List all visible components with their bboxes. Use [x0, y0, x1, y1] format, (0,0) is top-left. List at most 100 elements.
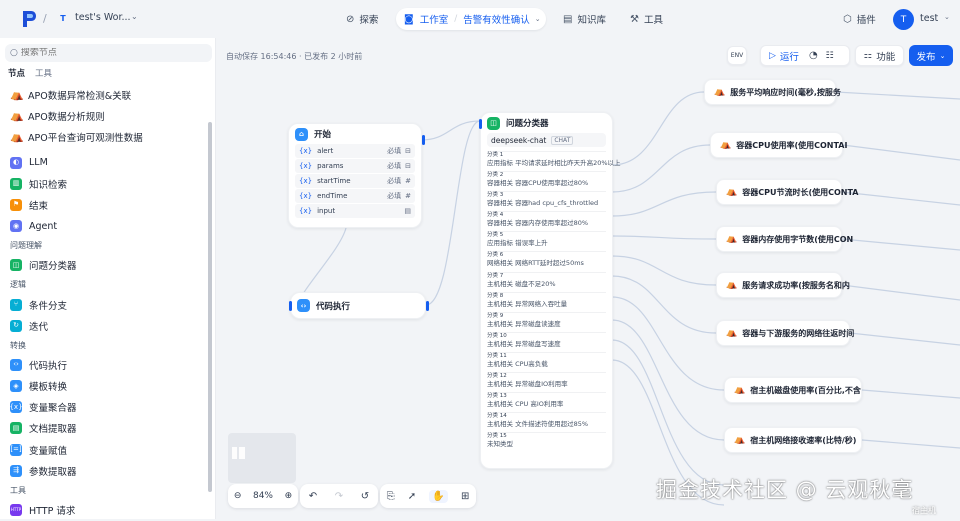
- output-node[interactable]: ⛺容器内存使用字节数(使用CON: [716, 226, 853, 252]
- class-label: 分类 5: [487, 232, 504, 239]
- publish-button[interactable]: 发布 ⌄: [909, 45, 953, 66]
- history-icon[interactable]: ↺: [360, 490, 370, 502]
- node-item-doc-extractor[interactable]: ▤文档提取器: [0, 418, 206, 439]
- nav-explore[interactable]: ⊘ 探索: [346, 12, 378, 27]
- output-node[interactable]: ⛺服务平均响应时间(毫秒,按服务: [704, 79, 841, 105]
- output-node[interactable]: ⛺容器CPU节流时长(使用CONTA: [716, 179, 859, 205]
- input-handle[interactable]: [289, 301, 292, 311]
- node-search[interactable]: ○: [5, 44, 212, 62]
- output-handle[interactable]: [422, 135, 425, 145]
- checklist-icon[interactable]: ☷: [825, 50, 834, 61]
- search-input[interactable]: [20, 48, 201, 58]
- node-item-iteration[interactable]: ↻迭代: [0, 315, 206, 336]
- input-handle[interactable]: [479, 119, 482, 129]
- node-item-ifelse[interactable]: ⑂条件分支: [0, 294, 206, 315]
- node-item-end[interactable]: ⚑结束: [0, 194, 206, 215]
- required-label: 必填: [387, 162, 402, 170]
- variable-row[interactable]: {x}input▤: [295, 204, 415, 218]
- redo-icon[interactable]: ↷: [334, 490, 344, 502]
- zoom-level[interactable]: 84%: [252, 491, 273, 501]
- tent-icon: ⛺: [714, 87, 726, 97]
- app-logo[interactable]: [21, 10, 37, 28]
- output-node[interactable]: ⛺容器与下游服务的网络往返时间: [716, 320, 854, 346]
- list-item[interactable]: ⛺APO数据异常检测&关联: [0, 84, 206, 105]
- node-item-template[interactable]: ◈模板转换: [0, 376, 206, 397]
- tab-nodes[interactable]: 节点: [8, 69, 26, 79]
- zoom-out-icon[interactable]: ⊖: [233, 491, 242, 501]
- node-item-agent[interactable]: ◉Agent: [0, 216, 206, 237]
- list-item[interactable]: ⛺APO数据分析规则: [0, 105, 206, 126]
- node-item-assigner[interactable]: [=]变量赋值: [0, 439, 206, 460]
- workspace-avatar[interactable]: T: [60, 13, 66, 23]
- nav-studio[interactable]: ◙ 工作室 / 告警有效性确认 ⌄: [396, 8, 546, 30]
- node-item-code[interactable]: ‹›代码执行: [0, 354, 206, 375]
- tent-icon: ⛺: [726, 328, 738, 338]
- output-node-title: 容器内存使用字节数(使用CON: [742, 234, 854, 244]
- model-selector[interactable]: deepseek-chat CHAT: [487, 133, 606, 147]
- document-icon: ▤: [10, 422, 22, 435]
- undo-icon[interactable]: ↶: [308, 490, 318, 502]
- output-node[interactable]: ⛺宿主机磁盘使用率(百分比,不含: [724, 377, 862, 403]
- chevron-down-icon[interactable]: ⌄: [944, 13, 950, 21]
- node-item-classifier[interactable]: ◫问题分类器: [0, 255, 206, 276]
- run-button[interactable]: ▷ 运行 ◔ ☷: [760, 45, 850, 66]
- code-node[interactable]: ‹› 代码执行: [289, 292, 429, 319]
- node-header: ‹› 代码执行: [291, 293, 425, 318]
- chevron-down-icon[interactable]: ⌄: [534, 15, 541, 23]
- workspace-name[interactable]: test's Wor...: [75, 12, 131, 23]
- nav-tools[interactable]: ⚒ 工具: [630, 12, 663, 27]
- tent-icon: ⛺: [10, 109, 24, 122]
- output-node[interactable]: ⛺宿主机网络接收速率(比特/秒): [724, 427, 862, 453]
- output-handle[interactable]: [426, 301, 429, 311]
- zoom-in-icon[interactable]: ⊕: [284, 491, 293, 501]
- list-item[interactable]: ⛺APO平台查询可观测性数据: [0, 126, 206, 147]
- user-name[interactable]: test: [920, 13, 939, 24]
- chevron-down-icon[interactable]: ⌄: [131, 12, 138, 21]
- nav-separator: /: [454, 14, 458, 24]
- knowledge-icon: ▥: [10, 177, 22, 190]
- hand-icon[interactable]: ✋: [429, 489, 448, 503]
- tab-tools[interactable]: 工具: [35, 69, 53, 79]
- user-avatar[interactable]: T: [893, 9, 914, 30]
- node-item-aggregator[interactable]: {x}变量聚合器: [0, 397, 206, 418]
- current-app-name[interactable]: 告警有效性确认: [463, 15, 530, 26]
- layout-icon[interactable]: ⊞: [461, 490, 470, 502]
- output-node[interactable]: ⛺容器CPU使用率(使用CONTAI: [710, 132, 847, 158]
- type-icon: ⊟: [405, 147, 411, 155]
- node-item-param-extractor[interactable]: ⇶参数提取器: [0, 460, 206, 481]
- nav-knowledge[interactable]: ▤ 知识库: [563, 12, 606, 27]
- features-button[interactable]: ⚏ 功能: [855, 45, 904, 66]
- output-node[interactable]: ⛺服务请求成功率(按服务名和内: [716, 272, 850, 298]
- panel-scrollbar[interactable]: [208, 122, 212, 492]
- minimap[interactable]: [228, 433, 296, 483]
- node-item-llm[interactable]: ◐LLM: [0, 152, 206, 173]
- plugins-button[interactable]: ⬡ 插件: [843, 12, 876, 27]
- history-icon[interactable]: ◔: [808, 50, 818, 61]
- node-item-knowledge[interactable]: ▥知识检索: [0, 173, 206, 194]
- env-button[interactable]: ENV: [727, 46, 747, 65]
- add-note-icon[interactable]: ⎘: [386, 490, 395, 502]
- pointer-icon[interactable]: ➚: [407, 490, 417, 502]
